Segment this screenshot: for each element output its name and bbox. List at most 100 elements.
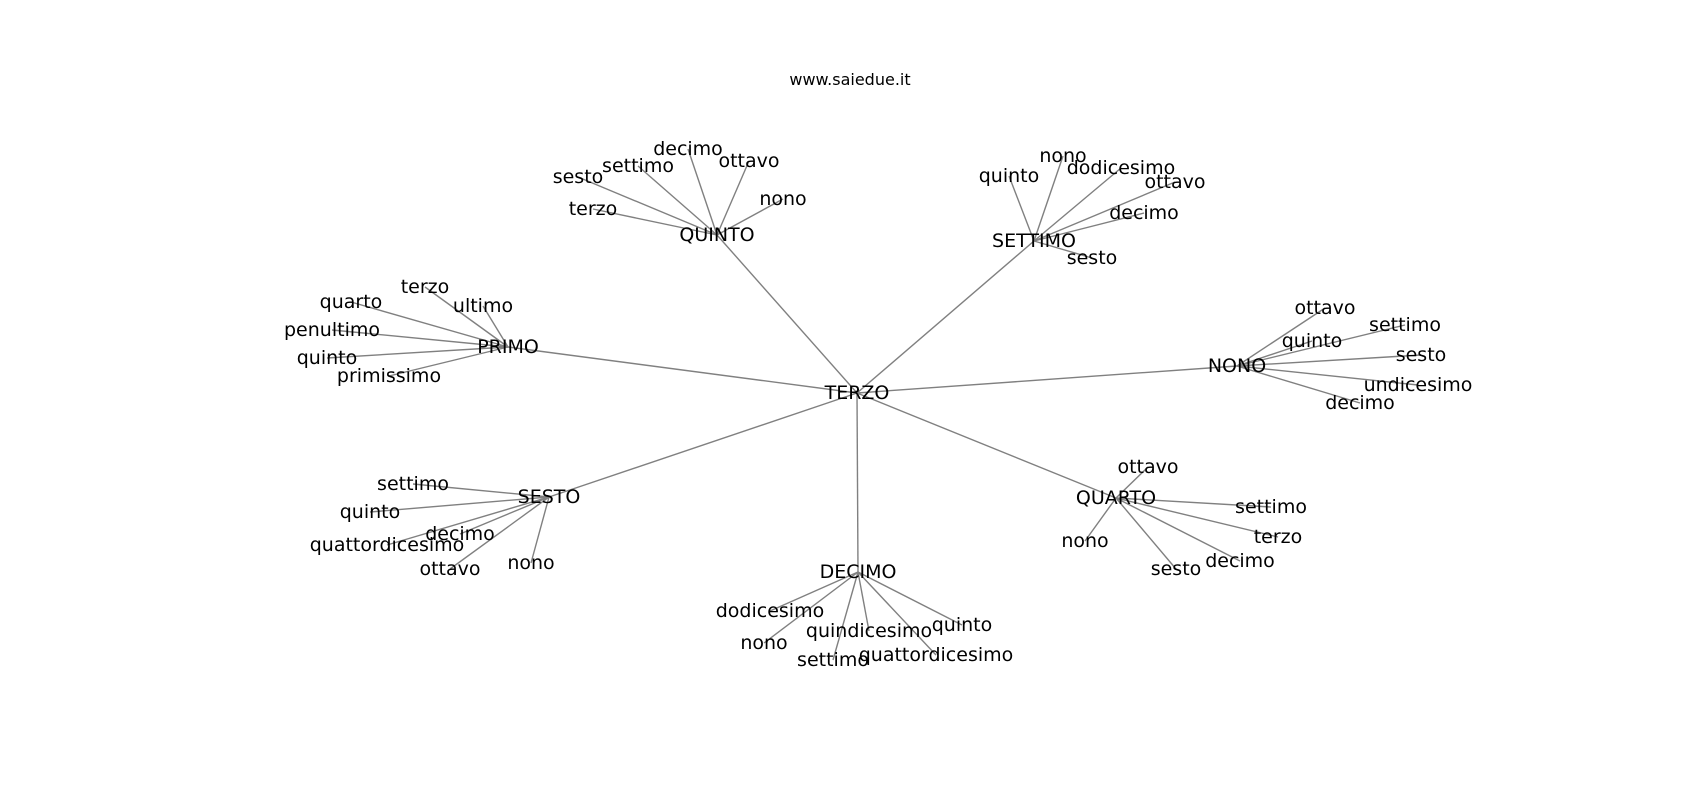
- leaf-node-label: decimo: [1205, 550, 1275, 572]
- edge-hub-to-leaf: [592, 208, 718, 236]
- edge-hub-to-leaf: [1008, 175, 1035, 242]
- edge-hub-to-leaf: [1236, 340, 1313, 367]
- leaf-node-label: penultimo: [284, 319, 380, 341]
- edge-hub-to-leaf: [459, 496, 550, 535]
- leaf-node-label: decimo: [653, 138, 723, 160]
- leaf-node-label: ottavo: [718, 150, 779, 172]
- leaf-node-label: dodicesimo: [1067, 157, 1175, 179]
- edge-hub-to-leaf: [857, 571, 937, 656]
- leaf-node-label: settimo: [602, 155, 674, 177]
- edge-hub-to-leaf: [832, 571, 859, 661]
- leaf-node-label: settimo: [1235, 496, 1307, 518]
- leaf-node-label: decimo: [1325, 392, 1395, 414]
- edge-hub-to-leaf: [1084, 497, 1117, 542]
- edge-hub-to-leaf: [482, 305, 509, 348]
- leaf-node-label: ottavo: [419, 558, 480, 580]
- leaf-node-label: quinto: [932, 614, 993, 636]
- edge-hub-to-leaf: [769, 571, 859, 612]
- leaf-node-label: quinto: [1282, 330, 1343, 352]
- leaf-node-label: primissimo: [337, 365, 441, 387]
- edge-hub-to-leaf: [449, 496, 550, 570]
- leaf-node-label: sesto: [1396, 344, 1447, 366]
- hub-node-label: QUINTO: [679, 224, 754, 246]
- leaf-node-label: dodicesimo: [716, 600, 824, 622]
- edge-center-to-hub: [548, 392, 858, 498]
- leaf-node-label: sesto: [1151, 558, 1202, 580]
- hub-node-label: DECIMO: [820, 561, 897, 583]
- leaf-node-label: nono: [759, 188, 806, 210]
- edge-center-to-hub: [507, 346, 858, 394]
- edge-hub-to-leaf: [857, 571, 870, 632]
- edge-hub-to-leaf: [1236, 307, 1326, 367]
- label-layer: TERZOQUINTOterzosestosettimodecimoottavo…: [284, 138, 1472, 671]
- edge-center-to-hub: [856, 392, 859, 573]
- leaf-node-label: sesto: [1067, 247, 1118, 269]
- leaf-node-label: terzo: [569, 198, 618, 220]
- edge-hub-to-leaf: [350, 301, 509, 348]
- site-watermark: www.saiedue.it: [789, 70, 911, 89]
- hub-node-label: PRIMO: [477, 336, 539, 358]
- hub-node-label: NONO: [1208, 355, 1266, 377]
- edge-hub-to-leaf: [1236, 324, 1406, 367]
- edge-hub-to-leaf: [716, 160, 750, 236]
- hub-node-label: SETTIMO: [992, 230, 1076, 252]
- edge-hub-to-leaf: [326, 346, 509, 359]
- hub-node-label: SESTO: [518, 486, 581, 508]
- leaf-node-label: quinto: [979, 165, 1040, 187]
- leaf-node-label: quattordicesimo: [310, 534, 465, 556]
- hub-node-label: QUARTO: [1076, 487, 1156, 509]
- leaf-node-label: quattordicesimo: [859, 644, 1014, 666]
- leaf-node-label: ottavo: [1294, 297, 1355, 319]
- edge-hub-to-leaf: [1115, 466, 1149, 499]
- edge-hub-to-leaf: [530, 496, 550, 564]
- edge-hub-to-leaf: [1033, 240, 1093, 259]
- leaf-node-label: settimo: [797, 649, 869, 671]
- leaf-node-label: settimo: [377, 473, 449, 495]
- edge-hub-to-leaf: [331, 329, 509, 348]
- edge-hub-to-leaf: [1033, 212, 1145, 242]
- leaf-node-label: nono: [507, 552, 554, 574]
- edge-center-to-hub: [716, 234, 858, 394]
- leaf-node-label: sesto: [553, 166, 604, 188]
- leaf-node-label: quindicesimo: [806, 620, 932, 642]
- edge-hub-to-leaf: [1115, 497, 1177, 570]
- edge-hub-to-leaf: [577, 176, 718, 236]
- edge-hub-to-leaf: [388, 346, 509, 377]
- edge-hub-to-leaf: [687, 148, 718, 236]
- leaf-node-label: quinto: [297, 347, 358, 369]
- leaf-node-label: ultimo: [453, 295, 513, 317]
- edge-hub-to-leaf: [412, 483, 550, 498]
- edge-hub-to-leaf: [424, 286, 509, 348]
- edge-center-to-hub: [856, 240, 1035, 394]
- edge-hub-to-leaf: [1115, 497, 1272, 508]
- leaf-node-label: terzo: [401, 276, 450, 298]
- leaf-node-label: nono: [1061, 530, 1108, 552]
- leaf-node-label: decimo: [425, 523, 495, 545]
- edge-hub-to-leaf: [1033, 167, 1122, 242]
- leaf-node-label: decimo: [1109, 202, 1179, 224]
- edge-hub-to-leaf: [1236, 365, 1361, 404]
- edge-hub-to-leaf: [637, 165, 718, 236]
- edge-center-to-hub: [856, 392, 1117, 499]
- edge-hub-to-leaf: [763, 571, 859, 644]
- edge-hub-to-leaf: [1115, 497, 1241, 562]
- edge-hub-to-leaf: [1236, 365, 1419, 386]
- edge-hub-to-leaf: [369, 496, 550, 513]
- edge-hub-to-leaf: [716, 198, 784, 236]
- edge-layer: [326, 148, 1422, 661]
- edge-hub-to-leaf: [1115, 497, 1279, 538]
- leaf-node-label: quinto: [340, 501, 401, 523]
- leaf-node-label: quarto: [320, 291, 383, 313]
- leaf-node-label: nono: [740, 632, 787, 654]
- edge-hub-to-leaf: [1033, 181, 1176, 242]
- leaf-node-label: ottavo: [1144, 171, 1205, 193]
- edge-center-to-hub: [856, 365, 1238, 394]
- leaf-node-label: undicesimo: [1364, 374, 1473, 396]
- leaf-node-label: settimo: [1369, 314, 1441, 336]
- edge-hub-to-leaf: [857, 571, 963, 626]
- leaf-node-label: nono: [1039, 145, 1086, 167]
- center-node-label: TERZO: [824, 382, 890, 404]
- leaf-node-label: ottavo: [1117, 456, 1178, 478]
